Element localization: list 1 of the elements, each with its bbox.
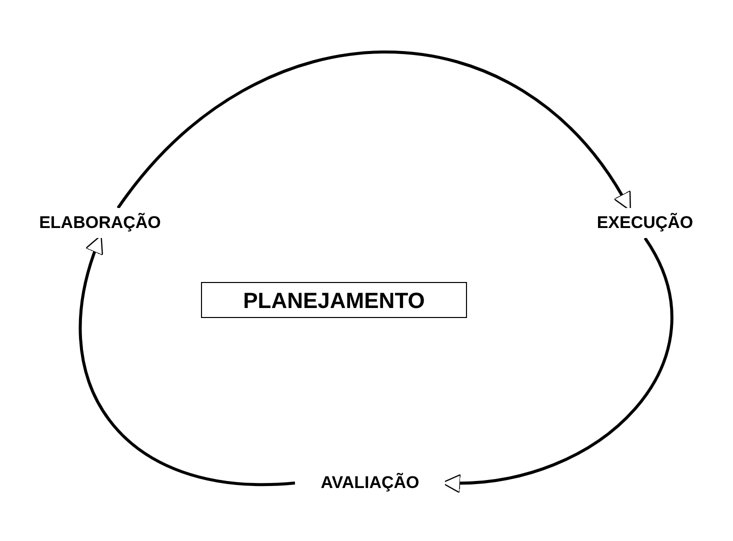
title-box: PLANEJAMENTO [201, 282, 467, 318]
